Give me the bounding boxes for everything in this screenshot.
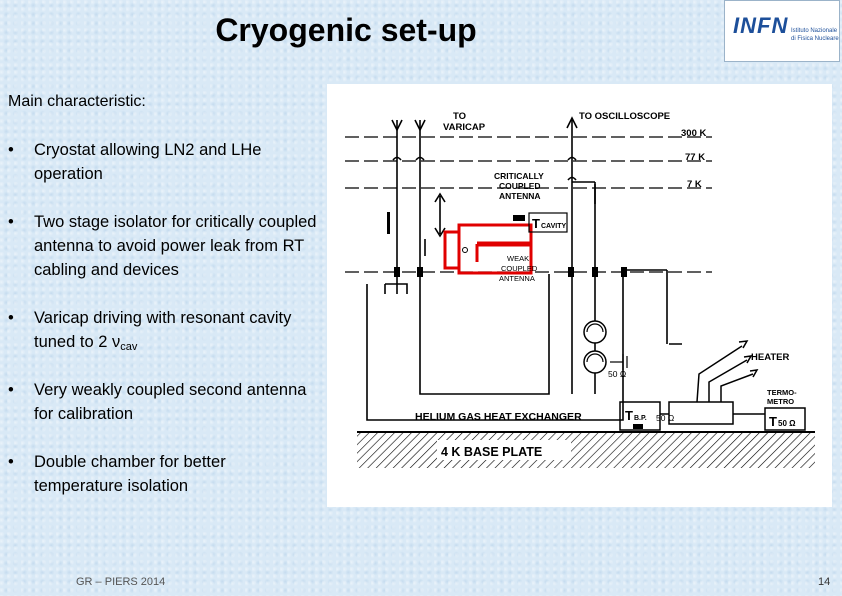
- label-to-oscilloscope: TO OSCILLOSCOPE: [579, 111, 670, 122]
- label-antenna: ANTENNA: [499, 191, 541, 201]
- bullet-dot-icon: •: [8, 381, 14, 399]
- nu-symbol: ν: [111, 333, 121, 351]
- bullet-text: Two stage isolator for critically couple…: [34, 213, 317, 279]
- label-77k: 77 K: [685, 152, 705, 163]
- bullet-text: Double chamber for better temperature is…: [34, 453, 226, 495]
- logo-subtitle-line2: di Fisica Nucleare: [791, 36, 839, 42]
- footer-text: GR – PIERS 2014: [76, 576, 166, 588]
- label-critically: CRITICALLY: [494, 171, 544, 181]
- infn-logo: INFN Istituto Nazionale di Fisica Nuclea…: [724, 0, 840, 62]
- bullet-dot-icon: •: [8, 453, 14, 471]
- bullet-dot-icon: •: [8, 141, 14, 159]
- label-300k: 300 K: [681, 128, 706, 139]
- label-heat-exchanger: HELIUM GAS HEAT EXCHANGER: [415, 411, 582, 423]
- bullet-item: • Double chamber for better temperature …: [8, 450, 318, 498]
- base-plate-hatch: [357, 432, 815, 468]
- label-t50: T: [769, 414, 777, 429]
- bullet-text: Cryostat allowing LN2 and LHe operation: [34, 141, 262, 183]
- bullet-text-varicap: Varicap driving with resonant cavity tun…: [34, 306, 318, 359]
- label-to: TO: [453, 111, 466, 122]
- label-t-bp: T: [625, 408, 633, 423]
- page-number: 14: [818, 576, 831, 588]
- logo-subtitle: Istituto Nazionale di Fisica Nucleare: [791, 27, 839, 43]
- bullet-dot-icon: •: [8, 213, 14, 231]
- label-coupled: COUPLED: [499, 181, 541, 191]
- nu-subscript: cav: [120, 341, 138, 353]
- label-7k: 7 K: [687, 179, 702, 190]
- label-t-cavity: T: [532, 216, 540, 231]
- logo-mark: INFN: [733, 13, 789, 38]
- label-t-bp-sub: B.P.: [634, 415, 647, 422]
- logo-subtitle-line1: Istituto Nazionale: [791, 28, 838, 34]
- label-termo: TERMO-: [767, 388, 797, 397]
- bullet-dot-icon: •: [8, 309, 14, 327]
- section-heading: Main characteristic:: [8, 93, 146, 110]
- cryostat-diagram: TO VARICAP TO OSCILLOSCOPE 300 K 77 K 7 …: [327, 84, 832, 507]
- bullet-item: • Varicap driving with resonant cavity t…: [8, 306, 318, 359]
- bullet-text: Very weakly coupled second antenna for c…: [34, 381, 307, 423]
- label-weak-coupled: COUPLED: [501, 264, 538, 273]
- label-t-cavity-sub: CAVITY: [541, 223, 566, 230]
- label-weak: WEAK: [507, 254, 529, 263]
- label-50-ohm-b: 50 Ω: [656, 413, 674, 423]
- label-metro: METRO: [767, 397, 794, 406]
- bullet-item: • Cryostat allowing LN2 and LHe operatio…: [8, 138, 318, 186]
- label-heater: HEATER: [751, 352, 789, 363]
- label-t50-sub: 50 Ω: [778, 419, 796, 428]
- cryostat-schematic: TO VARICAP TO OSCILLOSCOPE 300 K 77 K 7 …: [345, 111, 815, 468]
- label-base-plate: 4 K BASE PLATE: [441, 445, 542, 459]
- two-stage-isolator-highlight: [443, 223, 533, 275]
- label-weak-antenna: ANTENNA: [499, 274, 535, 283]
- bullet-item: • Two stage isolator for critically coup…: [8, 210, 318, 282]
- label-varicap: VARICAP: [443, 122, 486, 133]
- label-50-ohm-a: 50 Ω: [608, 369, 626, 379]
- slide-title: Cryogenic set-up: [215, 12, 477, 48]
- bullet-text: Varicap driving with resonant cavity tun…: [34, 309, 292, 351]
- bullet-item: • Very weakly coupled second antenna for…: [8, 378, 318, 426]
